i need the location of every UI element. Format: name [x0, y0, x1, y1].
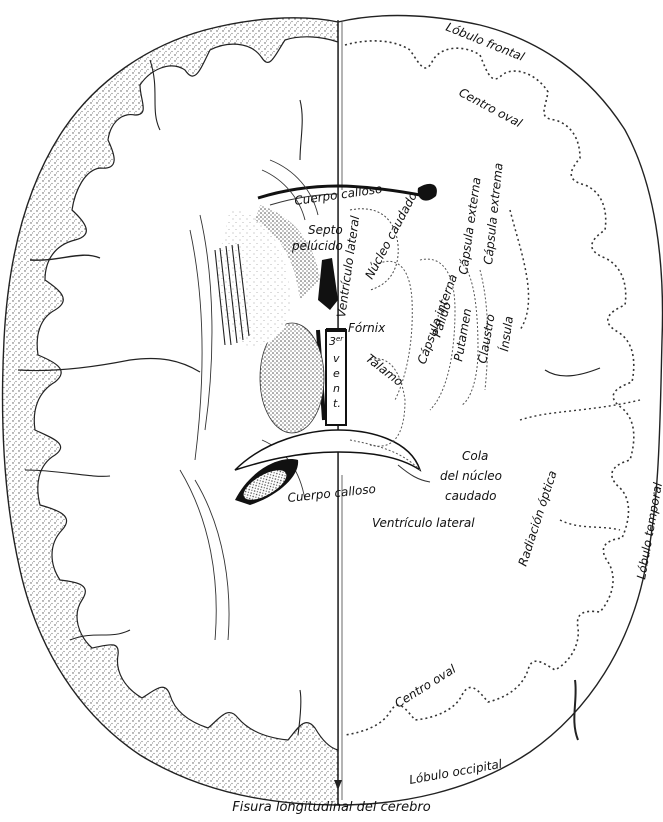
right-outer-outline [338, 16, 663, 805]
label-claustro: Claustro [475, 313, 497, 365]
label-tercer-v: v [333, 352, 340, 365]
label-del-nucleo: del núcleo [440, 469, 502, 483]
label-pelucido: pelúcido [291, 239, 343, 253]
label-tercer-n: n [333, 382, 340, 395]
label-nucleo-caudado: Núcleo caudado [362, 190, 420, 282]
label-capsula-extrema: Cápsula extrema [481, 162, 506, 265]
label-insula: Ínsula [496, 315, 516, 352]
label-centro-oval-top: Centro oval [457, 85, 525, 130]
label-capsula-externa: Cápsula externa [456, 176, 484, 275]
label-septo: Septo [308, 223, 343, 237]
label-ventriculo-lateral-bottom: Ventrículo lateral [372, 516, 475, 530]
label-cola: Cola [462, 449, 488, 463]
label-tercer-e: e [333, 367, 340, 380]
label-fornix: Fórnix [348, 321, 386, 335]
label-tercer-t: t. [333, 397, 341, 410]
label-lobulo-occipital: Lóbulo occipital [408, 757, 504, 787]
figure-caption: Fisura longitudinal del cerebro [0, 800, 663, 815]
label-centro-oval-bottom: Centro oval [392, 662, 459, 711]
label-caudado: caudado [445, 489, 497, 503]
label-radiacion-optica: Radiación óptica [516, 469, 560, 568]
right-cortex-dotted [345, 41, 634, 735]
right-hemisphere [338, 16, 663, 805]
label-talamo: Tálamo [363, 351, 406, 389]
label-lobulo-temporal: Lóbulo temporal [634, 481, 663, 581]
